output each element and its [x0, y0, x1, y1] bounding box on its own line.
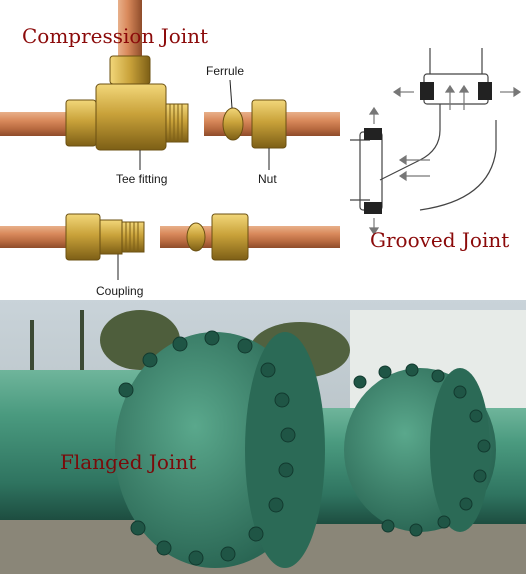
tee-fitting-label: Tee fitting	[116, 172, 168, 186]
grooved-gasket-left-bottom	[364, 202, 382, 214]
coupling-left-nut	[65, 213, 101, 261]
coupling-right-nut	[211, 213, 249, 261]
grooved-joint-title: Grooved Joint	[370, 228, 510, 252]
grooved-gasket-top-right	[478, 82, 492, 100]
copper-pipe-vertical	[118, 0, 142, 62]
flanged-joint-photo	[0, 300, 526, 574]
grooved-gasket-left	[364, 128, 382, 140]
flanged-joint-title: Flanged Joint	[60, 450, 197, 474]
nut-label: Nut	[258, 172, 277, 186]
ferrule-label: Ferrule	[206, 64, 245, 78]
tee-top-nut	[109, 55, 151, 85]
copper-pipe-left	[0, 112, 72, 136]
grooved-joint-panel	[340, 0, 526, 300]
coupling-label: Coupling	[96, 284, 144, 298]
coupling-thread	[121, 221, 145, 253]
coupling-ferrule	[186, 222, 206, 252]
coupling-body	[99, 219, 123, 255]
grooved-joint-diagram	[350, 48, 522, 236]
tee-thread	[165, 103, 189, 143]
compression-joint-panel	[0, 0, 340, 300]
grooved-gasket-top	[420, 82, 434, 100]
compression-nut	[251, 99, 287, 149]
tee-body	[95, 83, 167, 151]
compression-joint-title: Compression Joint	[22, 24, 209, 48]
ferrule	[222, 107, 244, 141]
tee-left-nut	[65, 99, 97, 147]
flanged-joint-image	[0, 300, 526, 574]
compression-joint-illustration	[0, 0, 340, 280]
copper-pipe-bottom-left	[0, 226, 70, 248]
copper-pipe-bottom-right	[160, 226, 340, 248]
